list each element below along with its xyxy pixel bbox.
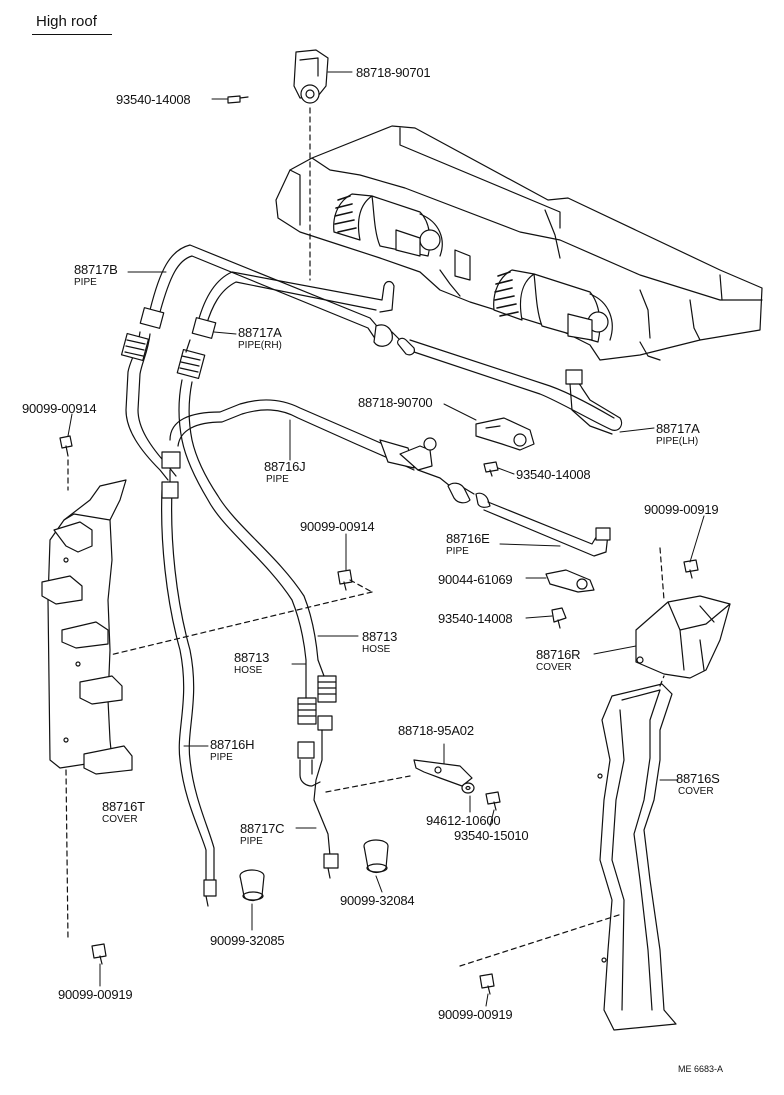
pipe-88716j bbox=[161, 399, 451, 487]
cover-88716s bbox=[459, 675, 677, 1031]
pipe-88717a-lh bbox=[397, 337, 623, 435]
part-number-label: 93540-15010 bbox=[454, 828, 529, 843]
part-number-label: 93540-14008 bbox=[116, 92, 191, 107]
screw-93540-15010 bbox=[485, 791, 501, 811]
part-description: PIPE bbox=[266, 474, 289, 485]
part-number-label: 88716T bbox=[102, 799, 145, 814]
pipe-88717a-rh bbox=[176, 271, 395, 661]
part-description: PIPE(RH) bbox=[238, 340, 282, 351]
part-description: HOSE bbox=[362, 644, 391, 655]
bolt-90099-00914-left bbox=[59, 435, 73, 491]
part-number-label: 88716E bbox=[446, 531, 490, 546]
bolt-90099-00919-right bbox=[659, 547, 699, 601]
part-number-label: 88717A bbox=[656, 421, 700, 436]
screw-93540-14008-mid bbox=[483, 461, 499, 477]
part-number-label: 90099-00919 bbox=[644, 502, 719, 517]
part-number-label: 90099-32085 bbox=[210, 933, 285, 948]
part-description: COVER bbox=[536, 662, 572, 673]
bolt-90099-00914-mid bbox=[109, 569, 373, 656]
bolt-90099-00919-bottom-right bbox=[479, 973, 495, 995]
pipe-clamp-88718-90701 bbox=[293, 49, 329, 281]
part-number-label: 90099-00914 bbox=[22, 401, 97, 416]
pipe-88717c bbox=[299, 729, 411, 879]
leader-lines bbox=[67, 71, 705, 1007]
bolt-90099-00919-bottom-left bbox=[91, 943, 107, 965]
cooling-unit-housing bbox=[275, 125, 763, 361]
screw-93540-14008-lower bbox=[551, 607, 567, 629]
part-number-label: 88716R bbox=[536, 647, 581, 662]
part-number-label: 90099-00914 bbox=[300, 519, 375, 534]
part-number-label: 93540-14008 bbox=[438, 611, 513, 626]
part-number-label: 90099-32084 bbox=[340, 893, 415, 908]
part-number-label: 88718-90701 bbox=[356, 65, 431, 80]
part-number-label: 88717B bbox=[74, 262, 118, 277]
pipe-88716e bbox=[447, 482, 611, 557]
part-description: PIPE(LH) bbox=[656, 436, 699, 447]
screw-93540-14008-top bbox=[227, 95, 249, 104]
pipe-88717b bbox=[120, 244, 401, 481]
part-description: COVER bbox=[678, 786, 714, 797]
pipe-88716h bbox=[161, 481, 217, 907]
hose-88713 bbox=[297, 659, 337, 759]
part-description: PIPE bbox=[446, 546, 469, 557]
part-number-label: 93540-14008 bbox=[516, 467, 591, 482]
part-description: PIPE bbox=[240, 836, 263, 847]
part-number-label: 88718-95A02 bbox=[398, 723, 474, 738]
title-underline bbox=[32, 34, 112, 35]
part-description: PIPE bbox=[74, 277, 97, 288]
part-number-label: 94612-10600 bbox=[426, 813, 501, 828]
grommet-90099-32085 bbox=[239, 869, 265, 902]
part-number-label: 88713 bbox=[362, 629, 398, 644]
part-number-label: 88717A bbox=[238, 325, 282, 340]
washer-94612-10600 bbox=[461, 782, 475, 794]
part-description: COVER bbox=[102, 814, 138, 825]
clamp-90044-61069 bbox=[545, 569, 595, 593]
diagram-title: High roof bbox=[36, 13, 97, 30]
part-number-label: 88716H bbox=[210, 737, 255, 752]
part-number-label: 88717C bbox=[240, 821, 285, 836]
part-number-label: 90099-00919 bbox=[58, 987, 133, 1002]
part-number-label: 88716S bbox=[676, 771, 720, 786]
part-number-label: 88716J bbox=[264, 459, 306, 474]
part-description: PIPE bbox=[210, 752, 233, 763]
cover-88716t bbox=[41, 479, 133, 941]
part-number-label: 88713 bbox=[234, 650, 270, 665]
part-number-label: 90099-00919 bbox=[438, 1007, 513, 1022]
part-number-label: 88718-90700 bbox=[358, 395, 433, 410]
grommet-90099-32084 bbox=[363, 839, 389, 874]
part-number-label: 90044-61069 bbox=[438, 572, 513, 587]
cover-88716r bbox=[635, 595, 731, 679]
part-description: HOSE bbox=[234, 665, 263, 676]
drawing-code: ME 6683-A bbox=[678, 1064, 724, 1074]
bracket-88718-95a02 bbox=[413, 759, 473, 787]
pipe-clamp-88718-90700 bbox=[475, 417, 535, 451]
